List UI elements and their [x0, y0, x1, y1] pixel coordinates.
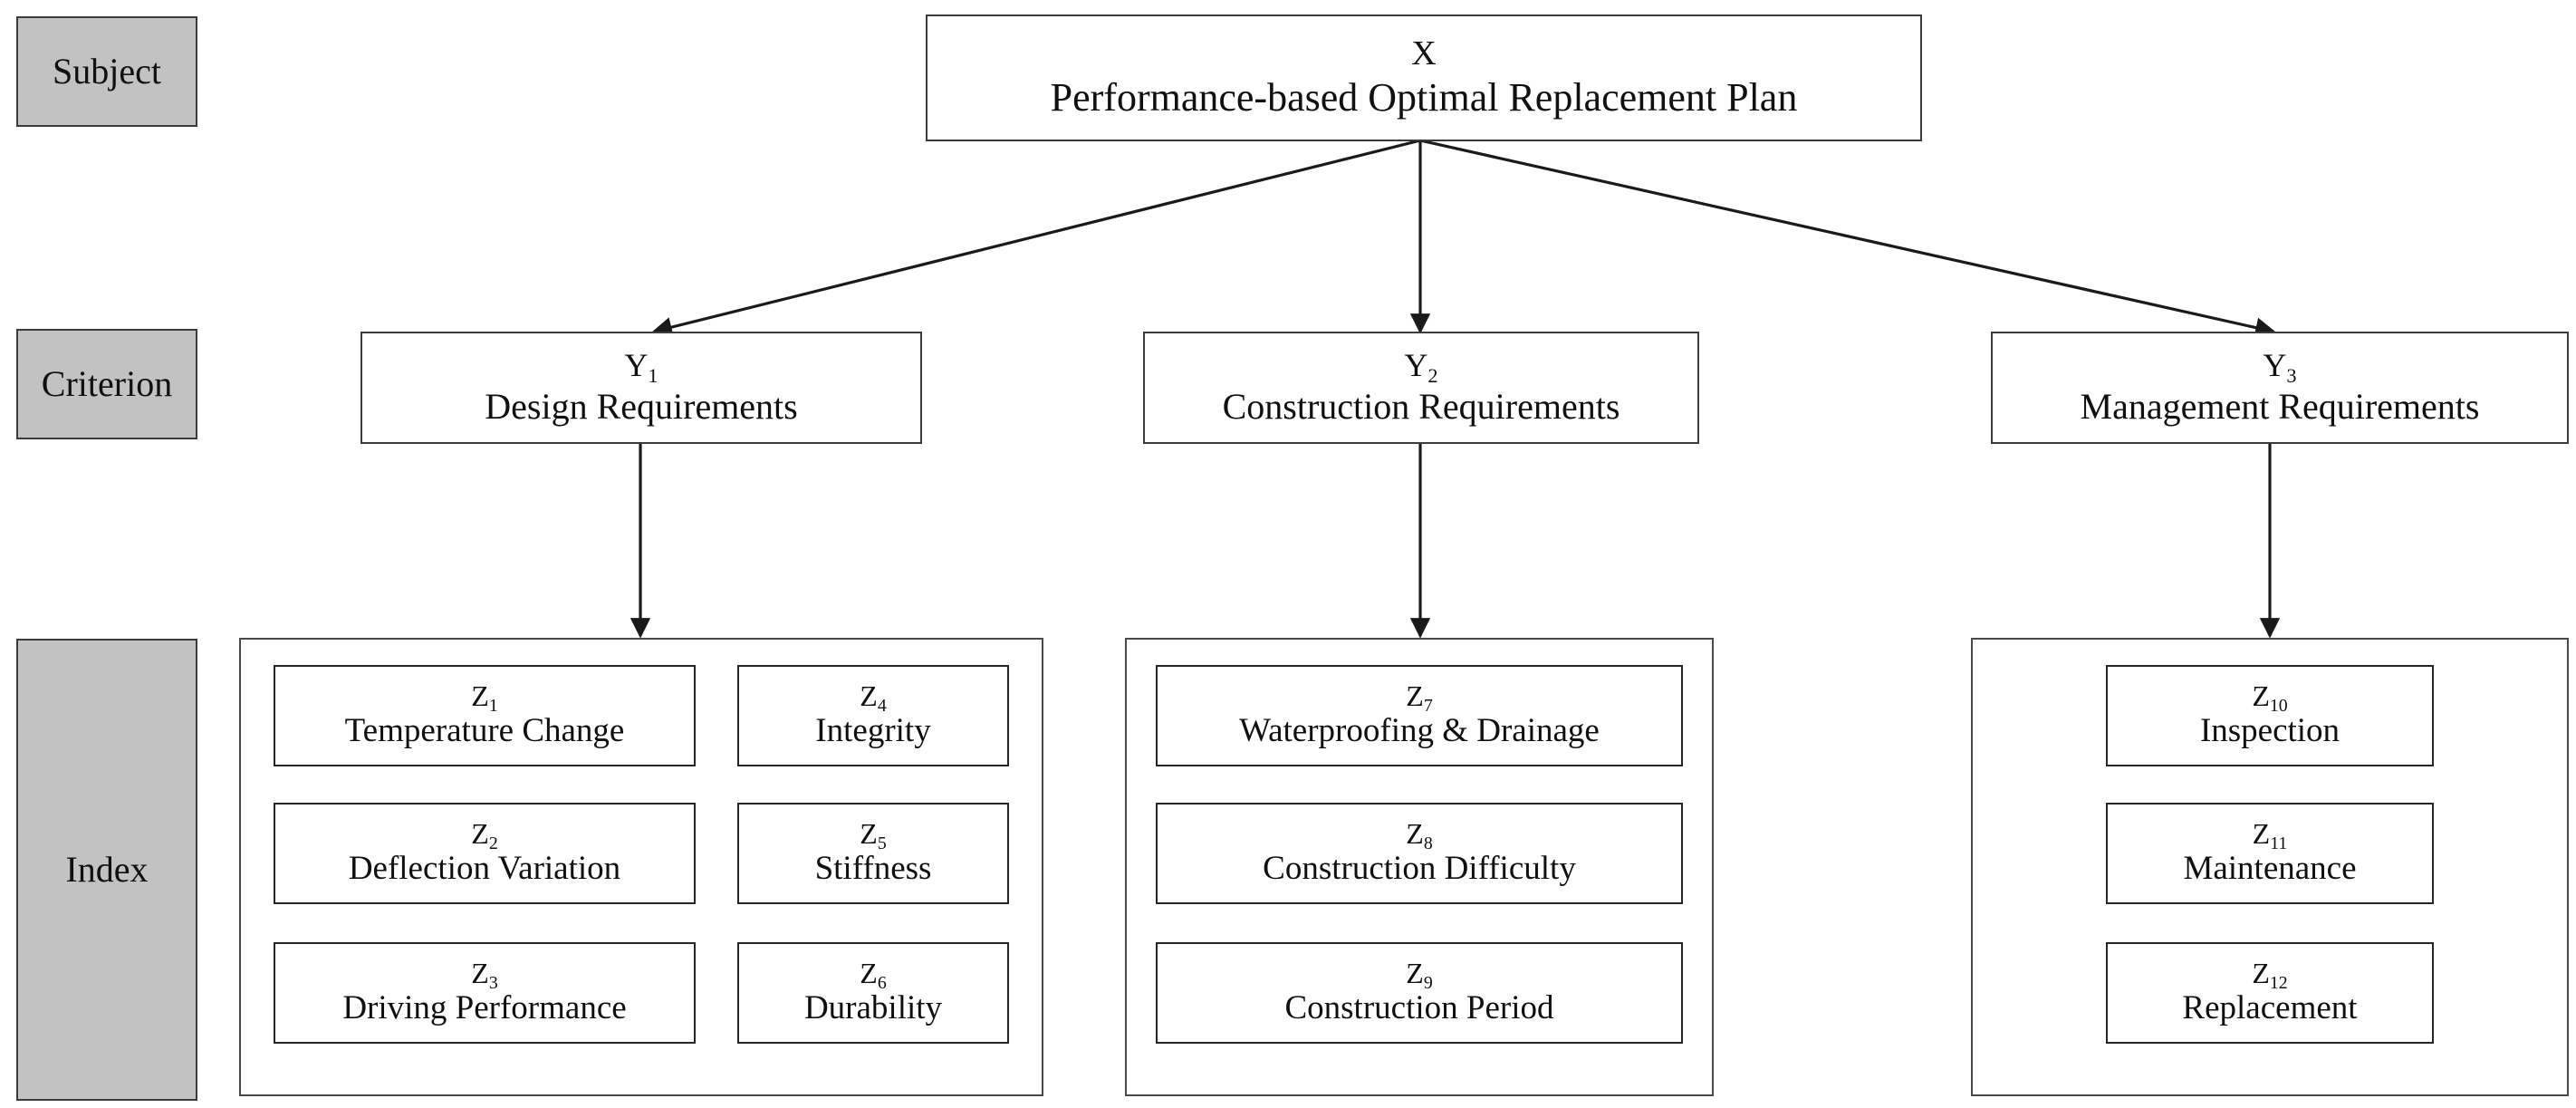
node-index-z8-code-base: Z: [1406, 816, 1424, 850]
node-index-z5-code-base: Z: [860, 816, 878, 850]
node-index-z6-code-sub: 6: [877, 972, 887, 993]
node-index-z1-title: Temperature Change: [344, 712, 625, 750]
node-index-z5[interactable]: Z5 Stiffness: [737, 803, 1009, 904]
node-index-z4-code-base: Z: [860, 679, 878, 712]
node-index-z2-title: Deflection Variation: [348, 850, 621, 888]
node-subject-code: X: [1411, 34, 1437, 72]
node-index-z5-code: Z5: [860, 816, 887, 853]
node-criterion-y1-code-sub: 1: [648, 363, 658, 387]
node-index-z12-title: Replacement: [2182, 989, 2358, 1027]
node-index-z1-code: Z1: [471, 679, 497, 715]
node-criterion-y1-code: Y1: [624, 347, 658, 385]
node-index-z11-code-base: Z: [2252, 816, 2271, 850]
node-index-z7[interactable]: Z7 Waterproofing & Drainage: [1156, 665, 1683, 766]
node-index-z6-code-base: Z: [860, 956, 878, 989]
node-index-z5-title: Stiffness: [814, 850, 932, 888]
node-index-z2-code-base: Z: [471, 816, 489, 850]
node-index-z7-title: Waterproofing & Drainage: [1239, 712, 1600, 750]
connector-x-to-y1: [651, 139, 1421, 338]
node-index-z4-title: Integrity: [815, 712, 931, 750]
node-subject-title: Performance-based Optimal Replacement Pl…: [1050, 74, 1798, 120]
node-index-z12[interactable]: Z12 Replacement: [2106, 942, 2434, 1044]
node-index-z2[interactable]: Z2 Deflection Variation: [274, 803, 696, 904]
row-label-subject-text: Subject: [53, 51, 161, 92]
node-index-z2-code-sub: 2: [488, 833, 498, 853]
row-label-index-text: Index: [65, 849, 149, 890]
node-index-z9-code: Z9: [1406, 956, 1432, 992]
node-index-z10-code: Z10: [2252, 679, 2287, 715]
row-label-criterion: Criterion: [16, 329, 197, 439]
node-index-z11-code-sub: 11: [2270, 833, 2288, 853]
node-index-z10-code-base: Z: [2252, 679, 2270, 712]
node-index-z6[interactable]: Z6 Durability: [737, 942, 1009, 1044]
node-index-z2-code: Z2: [471, 816, 498, 853]
node-index-z7-code-base: Z: [1406, 679, 1424, 712]
node-index-z4[interactable]: Z4 Integrity: [737, 665, 1009, 766]
node-subject-x[interactable]: X Performance-based Optimal Replacement …: [926, 14, 1922, 141]
node-index-z6-title: Durability: [803, 989, 943, 1027]
node-criterion-y1-title: Design Requirements: [485, 385, 798, 427]
node-index-z9[interactable]: Z9 Construction Period: [1156, 942, 1683, 1044]
node-index-z3-code: Z3: [471, 956, 497, 992]
node-subject-code-base: X: [1411, 34, 1437, 72]
node-criterion-y2-code-base: Y: [1404, 347, 1428, 384]
node-index-z5-code-sub: 5: [877, 833, 887, 853]
node-index-z9-code-sub: 9: [1423, 972, 1433, 993]
node-index-z8-code-sub: 8: [1423, 833, 1433, 853]
connector-x-to-y3: [1419, 139, 2276, 338]
node-index-z4-code-sub: 4: [877, 695, 887, 716]
node-criterion-y3-code-sub: 3: [2286, 363, 2297, 387]
node-criterion-y2-title: Construction Requirements: [1222, 385, 1620, 427]
node-index-z1-code-base: Z: [471, 679, 489, 712]
node-criterion-y3-code: Y3: [2263, 347, 2296, 385]
node-index-z1-code-sub: 1: [488, 695, 498, 716]
node-index-z3-title: Driving Performance: [342, 989, 627, 1027]
node-index-z6-code: Z6: [860, 956, 886, 992]
node-index-z10[interactable]: Z10 Inspection: [2106, 665, 2434, 766]
node-index-z9-title: Construction Period: [1284, 989, 1554, 1027]
node-criterion-y2-code-sub: 2: [1427, 363, 1438, 387]
node-index-z9-code-base: Z: [1406, 956, 1424, 989]
node-index-z7-code-sub: 7: [1423, 695, 1433, 716]
node-index-z4-code: Z4: [860, 679, 886, 715]
node-index-z3-code-base: Z: [471, 956, 489, 989]
node-index-z8-title: Construction Difficulty: [1263, 850, 1576, 888]
node-index-z12-code-sub: 12: [2269, 972, 2288, 993]
node-index-z12-code: Z12: [2252, 956, 2287, 992]
node-criterion-y3[interactable]: Y3 Management Requirements: [1991, 332, 2569, 444]
node-criterion-y1-code-base: Y: [624, 347, 649, 384]
node-index-z10-code-sub: 10: [2269, 695, 2288, 716]
node-index-z3-code-sub: 3: [488, 972, 498, 993]
node-index-z1[interactable]: Z1 Temperature Change: [274, 665, 696, 766]
node-criterion-y1[interactable]: Y1 Design Requirements: [360, 332, 922, 444]
node-criterion-y2[interactable]: Y2 Construction Requirements: [1143, 332, 1699, 444]
node-index-z10-title: Inspection: [2199, 712, 2341, 750]
node-index-z11-code: Z11: [2252, 816, 2288, 853]
node-criterion-y3-code-base: Y: [2263, 347, 2287, 384]
node-index-z8[interactable]: Z8 Construction Difficulty: [1156, 803, 1683, 904]
node-index-z8-code: Z8: [1406, 816, 1433, 853]
node-index-z3[interactable]: Z3 Driving Performance: [274, 942, 696, 1044]
node-criterion-y3-title: Management Requirements: [2080, 385, 2480, 427]
node-index-z12-code-base: Z: [2252, 956, 2270, 989]
node-index-z11-title: Maintenance: [2183, 850, 2357, 888]
node-index-z7-code: Z7: [1406, 679, 1432, 715]
row-label-index: Index: [16, 639, 197, 1101]
node-index-z11[interactable]: Z11 Maintenance: [2106, 803, 2434, 904]
row-label-criterion-text: Criterion: [41, 363, 173, 404]
node-criterion-y2-code: Y2: [1404, 347, 1437, 385]
row-label-subject: Subject: [16, 16, 197, 127]
